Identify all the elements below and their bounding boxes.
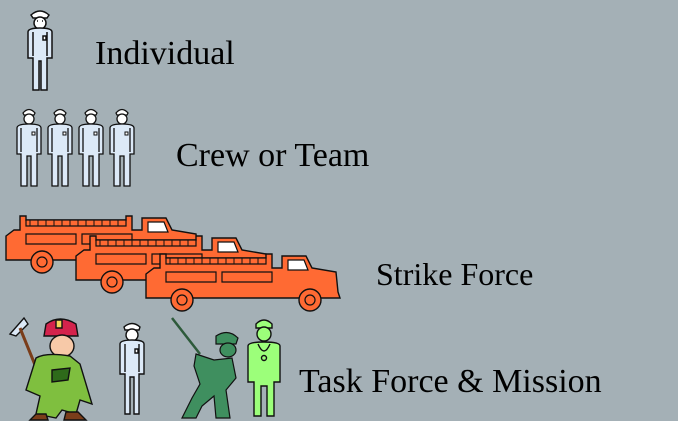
- individual-label: Individual: [95, 35, 235, 72]
- medic-icon: [247, 319, 281, 417]
- strike-force-engines-figure: [5, 210, 352, 312]
- task-force-figures: [6, 314, 296, 421]
- police-officer-icon: [119, 322, 145, 415]
- fire-engines-icon: [5, 215, 341, 312]
- firefighter-icon: [8, 316, 94, 421]
- task-force-label: Task Force & Mission: [299, 363, 602, 400]
- crew-label: Crew or Team: [176, 137, 370, 174]
- individual-officer-figure: [18, 6, 62, 92]
- strike-force-label: Strike Force: [376, 256, 534, 292]
- four-officers-icon: [16, 108, 135, 187]
- soldier-icon: [171, 317, 239, 419]
- police-officer-icon: [27, 10, 53, 91]
- crew-officers-figure: [14, 104, 138, 190]
